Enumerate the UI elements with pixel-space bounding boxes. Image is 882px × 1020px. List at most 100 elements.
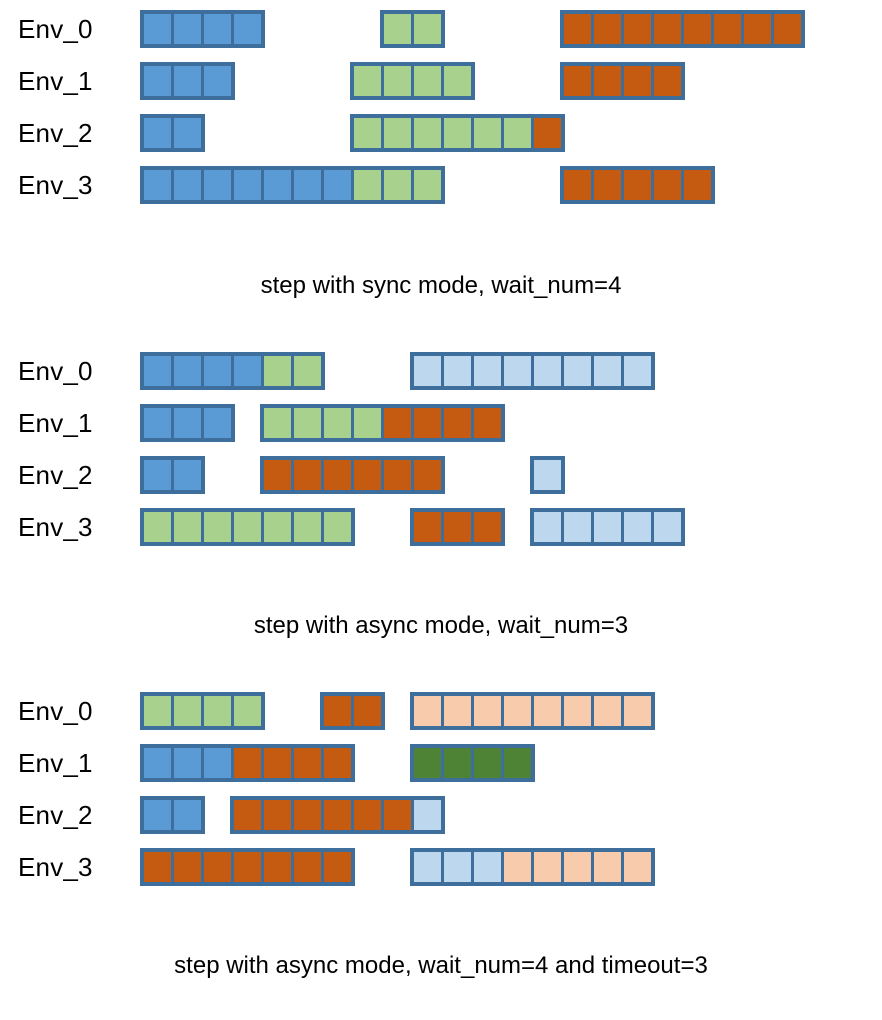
step-cell-peach (594, 852, 621, 882)
step-cell-green (354, 66, 381, 96)
step-cell-green (264, 356, 291, 386)
step-cell-orange (324, 852, 351, 882)
step-cell-orange (324, 800, 351, 830)
step-cell-peach (534, 852, 561, 882)
step-cell-green (444, 118, 471, 148)
step-block (410, 352, 655, 390)
step-block (560, 166, 715, 204)
step-cell-light-blue (594, 512, 621, 542)
step-cell-blue (144, 748, 171, 778)
env-label: Env_2 (18, 118, 93, 148)
step-cell-blue (144, 118, 171, 148)
step-cell-green (474, 118, 501, 148)
step-cell-orange (294, 852, 321, 882)
env-row: Env_0 (0, 8, 882, 50)
step-cell-light-blue (504, 356, 531, 386)
step-cell-orange (624, 170, 651, 200)
env-row: Env_0 (0, 690, 882, 732)
step-block (260, 456, 445, 494)
step-cell-orange (714, 14, 741, 44)
env-row: Env_2 (0, 794, 882, 836)
env-label: Env_0 (18, 356, 93, 386)
step-cell-green (504, 118, 531, 148)
step-cell-green (384, 14, 411, 44)
step-cell-orange (654, 170, 681, 200)
step-cell-light-blue (594, 356, 621, 386)
step-cell-light-blue (624, 356, 651, 386)
step-cell-peach (504, 852, 531, 882)
step-cell-light-blue (534, 356, 561, 386)
step-cell-light-blue (474, 852, 501, 882)
step-cell-dark-green (444, 748, 471, 778)
step-block (260, 404, 505, 442)
step-cell-blue (144, 170, 171, 200)
env-row: Env_1 (0, 742, 882, 784)
step-cell-blue (144, 800, 171, 830)
step-cell-orange (684, 14, 711, 44)
step-cell-blue (204, 408, 231, 438)
step-block (140, 692, 265, 730)
step-cell-orange (564, 66, 591, 96)
step-cell-orange (564, 170, 591, 200)
step-cell-blue (174, 14, 201, 44)
step-cell-blue (144, 14, 171, 44)
step-cell-blue (174, 118, 201, 148)
step-cell-orange (444, 512, 471, 542)
step-cell-light-blue (414, 852, 441, 882)
step-cell-blue (144, 66, 171, 96)
step-cell-green (414, 66, 441, 96)
step-cell-blue (204, 66, 231, 96)
step-cell-green (294, 512, 321, 542)
step-cell-blue (144, 356, 171, 386)
step-cell-light-blue (534, 512, 561, 542)
step-cell-orange (474, 408, 501, 438)
step-cell-peach (444, 696, 471, 726)
step-cell-orange (354, 800, 381, 830)
env-row: Env_3 (0, 164, 882, 206)
step-cell-blue (234, 14, 261, 44)
step-cell-orange (174, 852, 201, 882)
step-cell-blue (204, 356, 231, 386)
step-cell-green (144, 696, 171, 726)
step-cell-orange (624, 14, 651, 44)
step-cell-green (384, 66, 411, 96)
step-cell-green (264, 408, 291, 438)
step-cell-blue (174, 800, 201, 830)
step-cell-orange (744, 14, 771, 44)
step-cell-green (204, 512, 231, 542)
env-label: Env_3 (18, 852, 93, 882)
step-cell-dark-green (504, 748, 531, 778)
step-cell-green (414, 118, 441, 148)
step-cell-peach (414, 696, 441, 726)
step-cell-blue (234, 170, 261, 200)
step-cell-orange (264, 460, 291, 490)
step-cell-green (294, 356, 321, 386)
env-row: Env_1 (0, 402, 882, 444)
step-cell-green (264, 512, 291, 542)
step-cell-orange (234, 748, 261, 778)
step-cell-peach (594, 696, 621, 726)
step-cell-orange (414, 460, 441, 490)
step-cell-orange (654, 66, 681, 96)
step-block (140, 456, 205, 494)
step-cell-orange (234, 852, 261, 882)
step-cell-orange (294, 748, 321, 778)
env-row: Env_3 (0, 846, 882, 888)
step-cell-blue (144, 460, 171, 490)
step-cell-green (174, 696, 201, 726)
section-caption: step with async mode, wait_num=3 (253, 612, 629, 639)
step-cell-orange (444, 408, 471, 438)
step-cell-blue (174, 460, 201, 490)
step-block (140, 114, 205, 152)
step-block (350, 62, 475, 100)
step-cell-green (324, 512, 351, 542)
step-block (230, 796, 445, 834)
step-cell-light-blue (414, 800, 441, 830)
step-cell-blue (174, 748, 201, 778)
env-label: Env_3 (18, 170, 93, 200)
step-cell-green (144, 512, 171, 542)
